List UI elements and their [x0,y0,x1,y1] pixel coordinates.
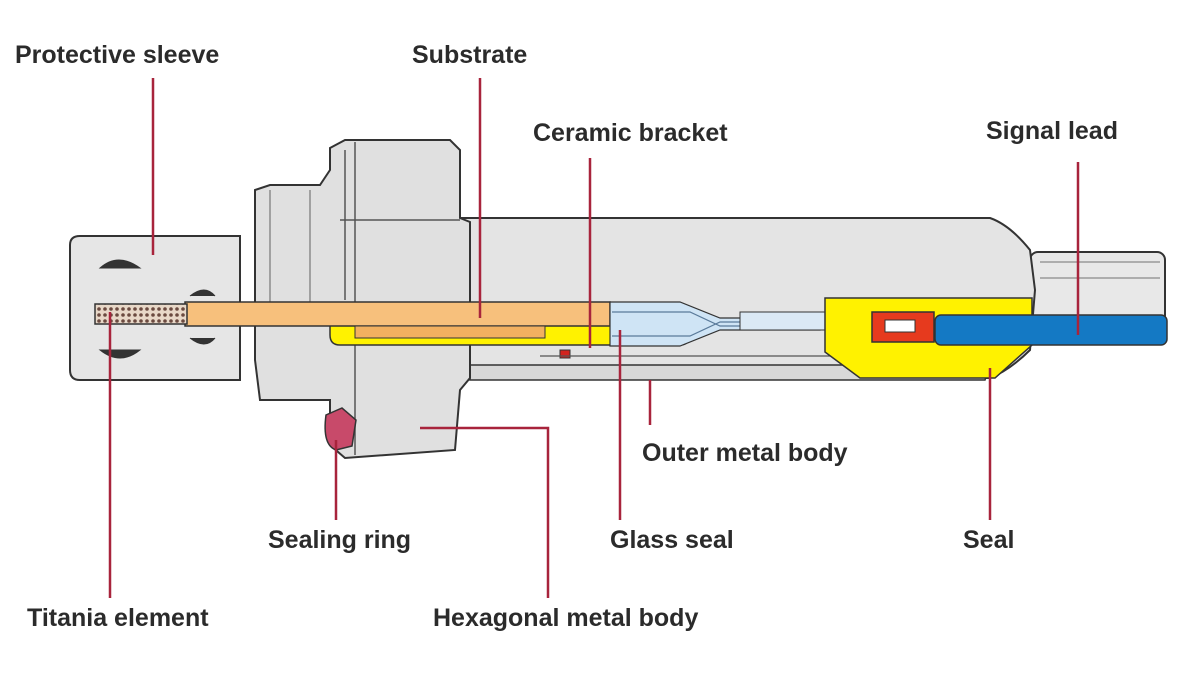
label-seal: Seal [963,526,1014,554]
label-substrate: Substrate [412,41,527,69]
leader-hexagonal-body [420,426,550,598]
label-titania-element: Titania element [27,604,209,632]
signal-lead-shape [934,314,1168,346]
label-signal-lead: Signal lead [986,117,1118,145]
label-sealing-ring: Sealing ring [268,526,411,554]
titania-element-shape [94,303,188,325]
sealing-ring-shape [324,407,357,451]
glass-seal-marker [559,349,571,359]
sleeve-slot-top [98,259,142,269]
label-ceramic-bracket: Ceramic bracket [533,119,728,147]
label-protective-sleeve: Protective sleeve [15,41,219,69]
substrate-shape [184,301,611,327]
labels: Protective sleeve Substrate Ceramic brac… [15,41,1118,632]
label-glass-seal: Glass seal [610,526,734,554]
hexagonal-body-shape [254,139,471,460]
label-hexagonal-metal-body: Hexagonal metal body [433,604,698,632]
label-outer-metal-body: Outer metal body [642,439,848,467]
sensor-body [69,139,1168,460]
leader-lines [108,78,1080,598]
